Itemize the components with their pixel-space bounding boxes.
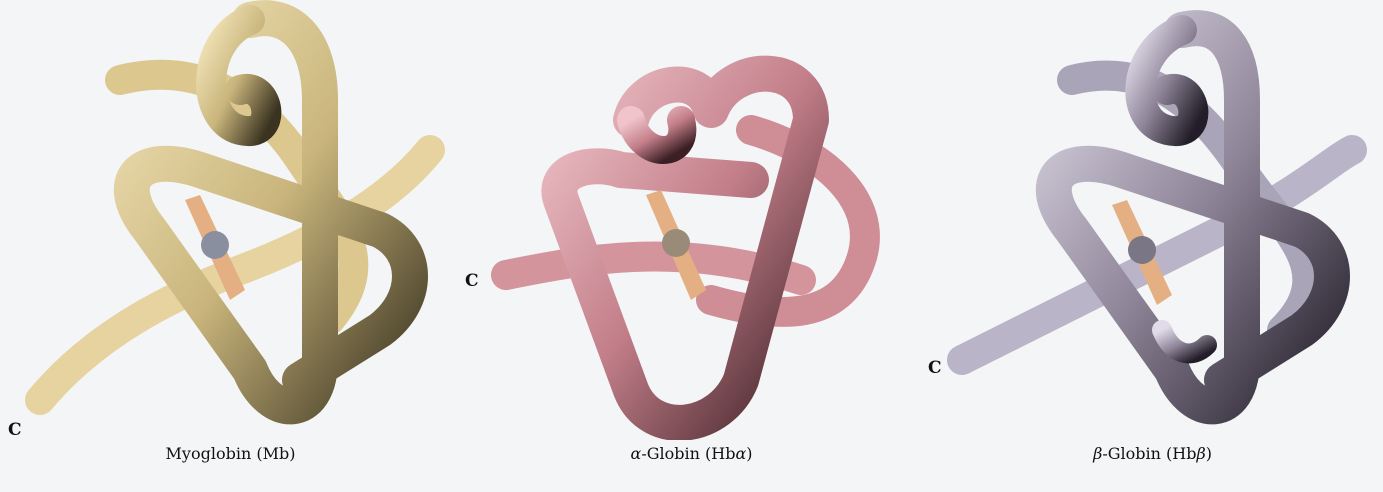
- iron-atom: [1128, 236, 1156, 264]
- alpha-globin-caption: α-Globin (Hbα): [461, 444, 922, 463]
- beta-globin-panel: C β-Globin (Hbβ): [922, 0, 1383, 492]
- c-terminus-label: C: [8, 420, 22, 440]
- myoglobin-caption: Myoglobin (Mb): [0, 444, 461, 463]
- c-terminus-label: C: [465, 271, 479, 291]
- beta-small-hook: [1162, 330, 1207, 353]
- beta-globin-caption: β-Globin (Hbβ): [922, 444, 1383, 463]
- myoglobin-structure: [0, 0, 461, 440]
- iron-atom: [662, 229, 690, 257]
- alpha-globin-panel: C α-Globin (Hbα): [461, 0, 922, 492]
- c-terminus-label: C: [928, 358, 942, 378]
- iron-atom: [201, 231, 229, 259]
- beta-globin-structure: [922, 0, 1383, 440]
- alpha-front-loop: [631, 120, 682, 150]
- myoglobin-panel: C Myoglobin (Mb): [0, 0, 461, 492]
- alpha-globin-structure: [461, 0, 922, 440]
